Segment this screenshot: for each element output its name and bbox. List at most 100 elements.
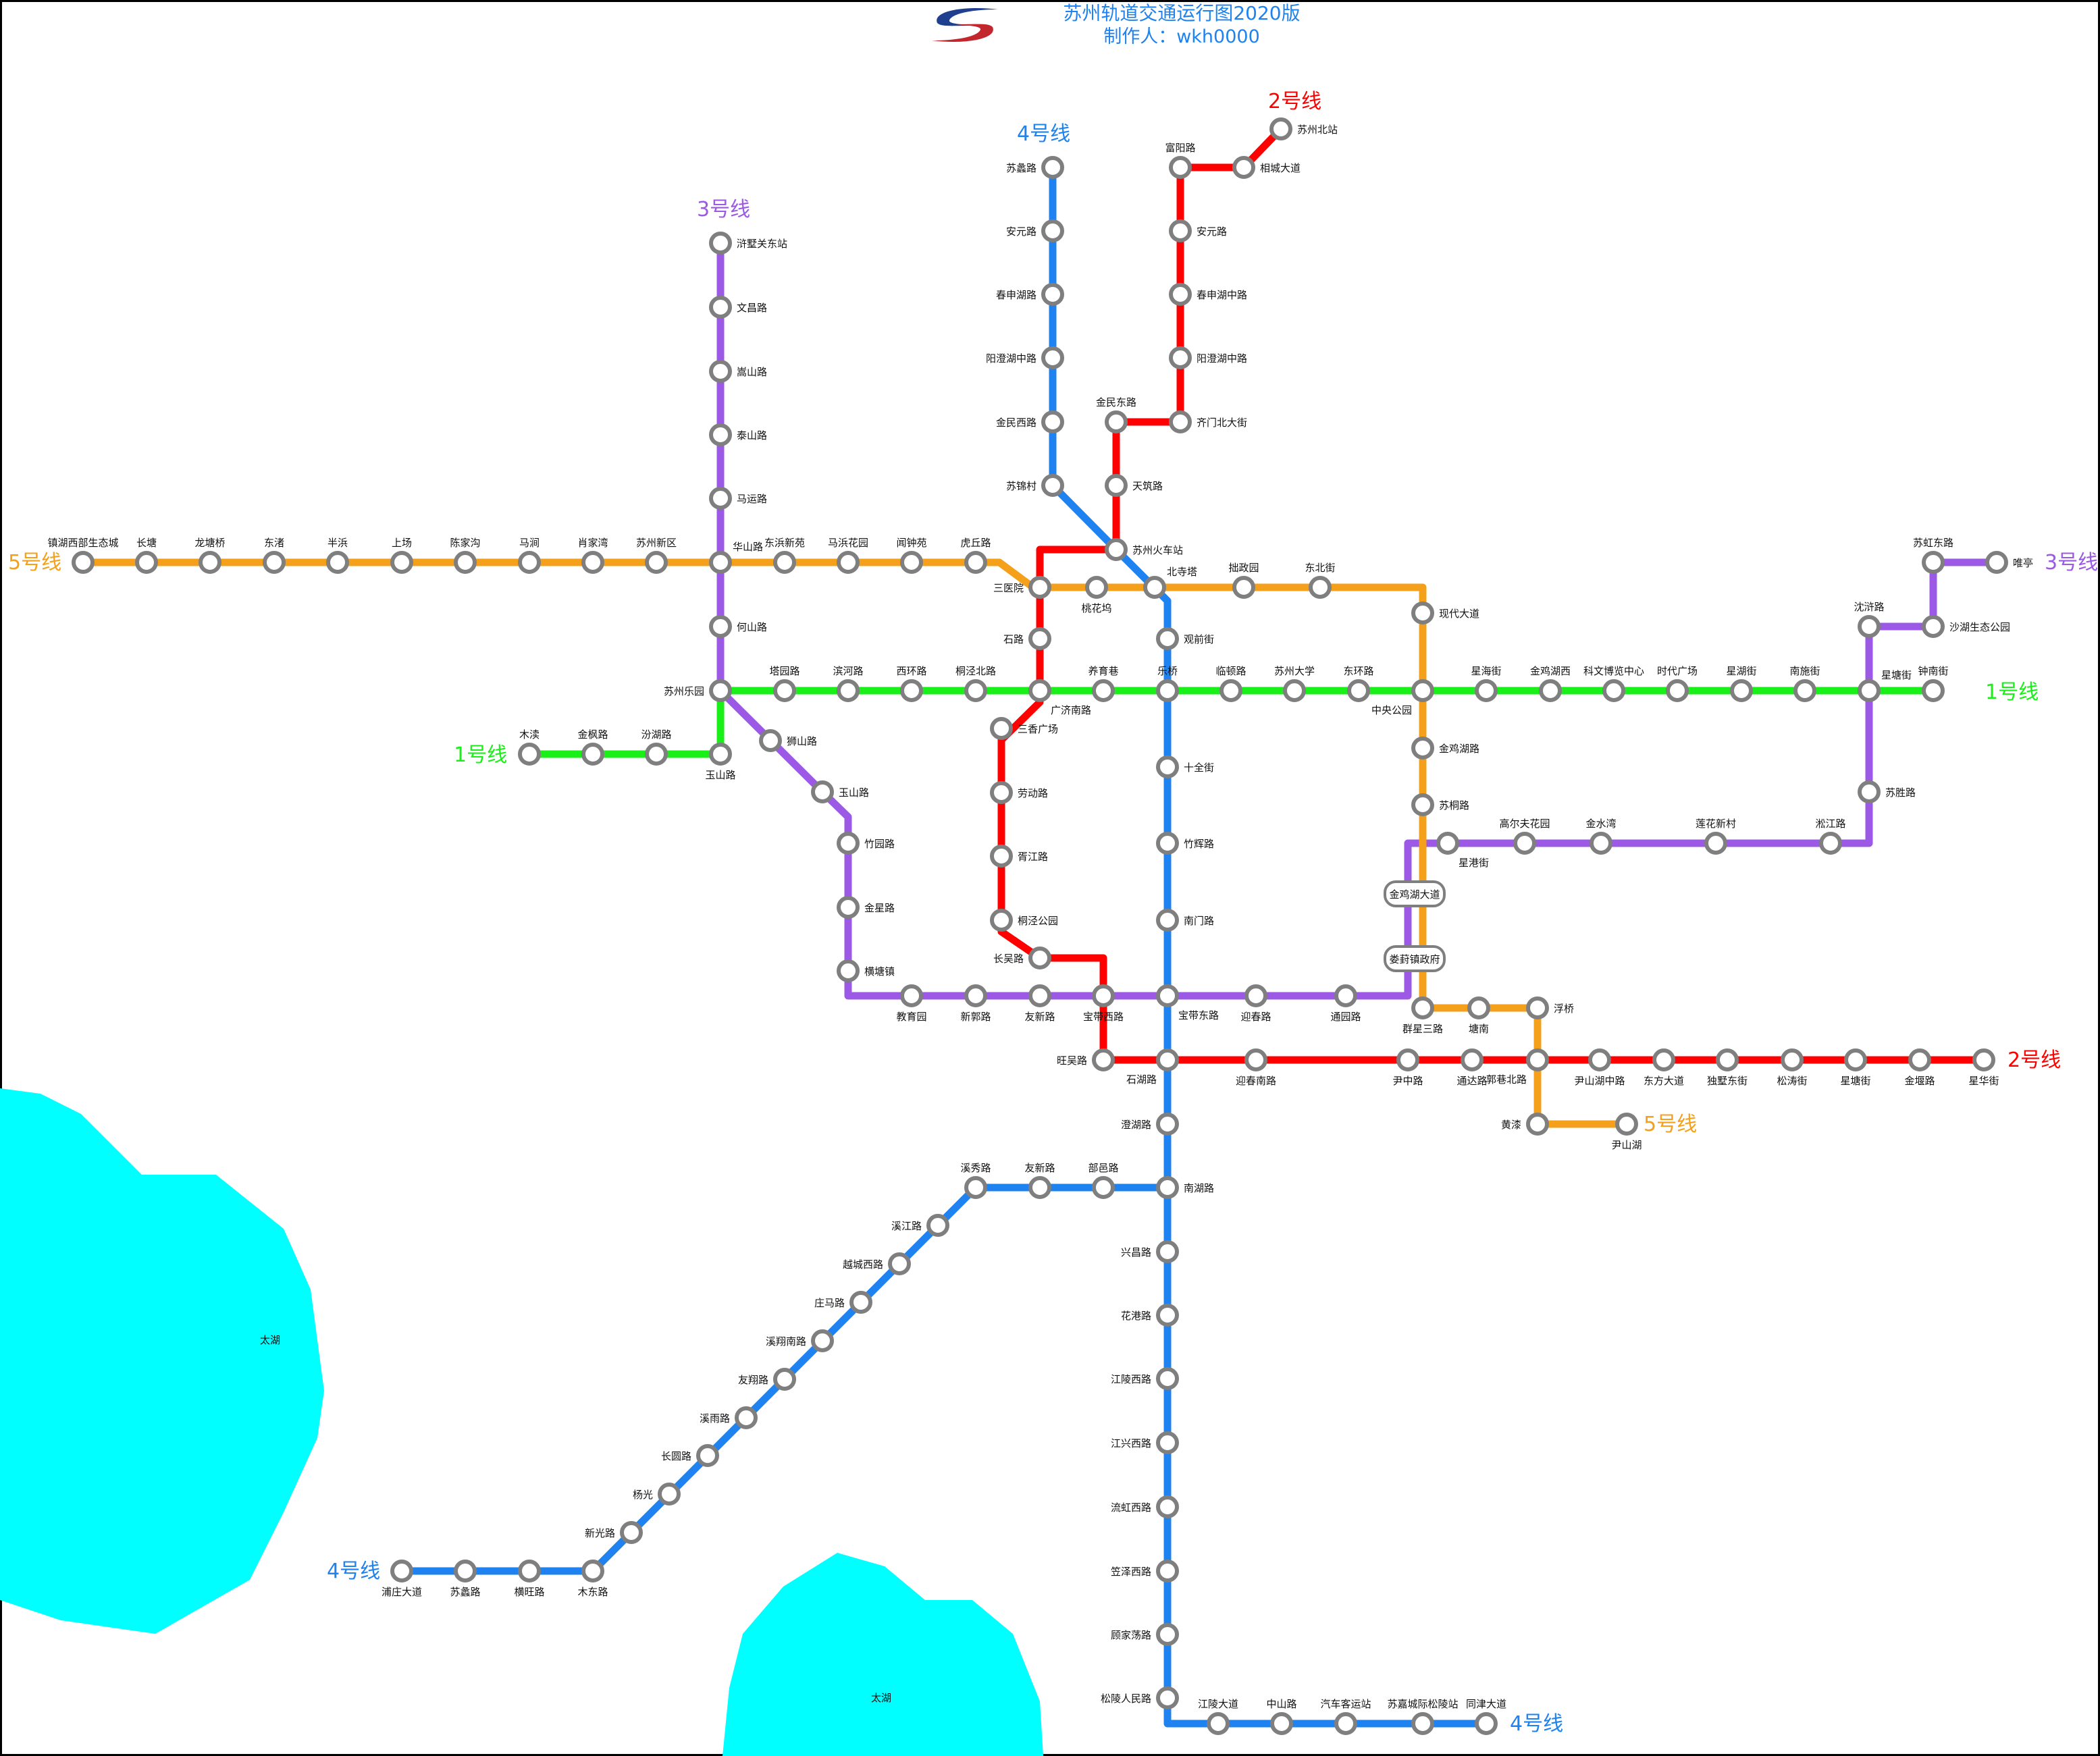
station-6c5f-5174-897f-8def[interactable]	[1156, 1431, 1179, 1454]
station-661f-6d77-8857[interactable]	[1475, 679, 1498, 702]
station-987e-5bb6-8361-8def[interactable]	[1156, 1623, 1179, 1646]
station-4e09-533b-9662[interactable]	[1028, 576, 1051, 599]
station-6625-7533-6e56-8def[interactable]	[1041, 283, 1064, 306]
station-9a6c-6d5c-82b1-56ed[interactable]	[837, 551, 860, 574]
station-7af9-56ed-8def[interactable]	[837, 832, 860, 855]
station-6587-660c-8def[interactable]	[709, 296, 732, 319]
station-box[interactable]	[1384, 945, 1446, 972]
station-box[interactable]	[1384, 880, 1446, 907]
station-957f-5434-8def[interactable]	[1028, 947, 1051, 969]
station-5357-95e8-8def[interactable]	[1156, 909, 1179, 932]
station-540c-6d25-5927-9053[interactable]	[1475, 1712, 1498, 1735]
station-5e84-9a6c-8def[interactable]	[849, 1291, 872, 1314]
station-7389-5c71-8def[interactable]	[811, 780, 834, 803]
station-65b0-5149-8def[interactable]	[620, 1521, 643, 1544]
station-82b1-6e2f-8def[interactable]	[1156, 1304, 1179, 1327]
station-6d6e-6865[interactable]	[1526, 996, 1549, 1019]
station-9633-6f84-6e56-4e2d-8def[interactable]	[1041, 346, 1064, 369]
station-6850-6cfe-516c-56ed[interactable]	[990, 909, 1013, 932]
station-552f-4ead[interactable]	[1985, 551, 2008, 574]
station-82cf-9526-6751[interactable]	[1041, 474, 1064, 497]
station-82cf-5dde-5317-7ad9[interactable]	[1269, 117, 1292, 140]
station-82cf-5dde-65b0-533a[interactable]	[645, 551, 668, 574]
station-9ad8-5c14-592b-82b1-56ed[interactable]	[1513, 832, 1536, 855]
station-4e50-6865[interactable]	[1156, 679, 1179, 702]
station-5b89-5143-8def[interactable]	[1169, 219, 1192, 242]
station-661f-534e-8857[interactable]	[1972, 1048, 1995, 1071]
station-72ee-5c71-8def[interactable]	[759, 729, 782, 752]
station-6eaa-6c5f-8def[interactable]	[926, 1214, 949, 1237]
station-5c39-5c71-6e56-4e2d-8def[interactable]	[1588, 1048, 1611, 1071]
station-77f3-8def[interactable]	[1028, 627, 1051, 650]
station-6d41-8679-897f-8def[interactable]	[1156, 1495, 1179, 1518]
station-76f8-57ce-5927-9053[interactable]	[1232, 156, 1255, 179]
station-8d8a-57ce-897f-8def[interactable]	[888, 1252, 911, 1275]
station-6cf0-5c71-8def[interactable]	[709, 423, 732, 446]
station-5357-65bd-8857[interactable]	[1793, 679, 1816, 702]
station-8096-5bb6-6e7e[interactable]	[581, 551, 604, 574]
station-65fa-5434-8def[interactable]	[1092, 1048, 1115, 1071]
station-91d1-9e21-6e56-897f[interactable]	[1539, 679, 1562, 702]
station-80e5-6c5f-8def[interactable]	[990, 845, 1013, 868]
station-864e-4e18-8def[interactable]	[964, 551, 987, 574]
station-4e1c-65b9-5927-9053[interactable]	[1652, 1048, 1675, 1071]
station-73b0-4ee3-5927-9053[interactable]	[1411, 602, 1434, 624]
station-517b-80b2-5df7[interactable]	[1092, 679, 1115, 702]
station-5317-5bfa-5854[interactable]	[1143, 576, 1166, 599]
station-5854-56ed-8def[interactable]	[773, 679, 796, 702]
station-6843-82b1-575e[interactable]	[1085, 576, 1108, 599]
station-82cf-8821-8def[interactable]	[1041, 156, 1064, 179]
station-4e2d-5c71-8def[interactable]	[1270, 1712, 1293, 1735]
station-5b9d-5e26-4e1c-8def[interactable]	[1156, 984, 1179, 1007]
station-9633-6f84-6e56-4e2d-8def[interactable]	[1169, 346, 1192, 369]
station-91d1-9e21-6e56-8def[interactable]	[1411, 737, 1434, 760]
station-5929-7b51-8def[interactable]	[1105, 474, 1128, 497]
station-5c39-4e2d-8def[interactable]	[1396, 1048, 1419, 1071]
station-4e1c-5317-8857[interactable]	[1309, 576, 1332, 599]
station-6728-4e1c-8def[interactable]	[581, 1560, 604, 1582]
station-5bcc-9633-8def[interactable]	[1169, 156, 1192, 179]
station-6559-80b2-56ed[interactable]	[900, 984, 923, 1007]
station-79d1-6587-535a-89c8-4e2d-5fc3[interactable]	[1602, 679, 1625, 702]
station-677e-6d9b-8857[interactable]	[1781, 1048, 1804, 1071]
station-9a6c-8fd0-8def[interactable]	[709, 487, 732, 510]
station-4f55-5c71-8def[interactable]	[709, 615, 732, 638]
station-6728-6e0e[interactable]	[518, 743, 541, 766]
station-9f99-5858-6865[interactable]	[199, 551, 221, 574]
station-95fb-949f-82d1[interactable]	[900, 551, 923, 574]
station-83b2-82b1-65b0-6751[interactable]	[1704, 832, 1727, 855]
station-6ee8-6cb3-8def[interactable]	[837, 679, 860, 702]
station-5d69-5c71-8def[interactable]	[709, 360, 732, 383]
station-9648-5bb6-6c9f[interactable]	[454, 551, 477, 574]
station-90ed-5df7-5317-8def[interactable]	[1526, 1048, 1549, 1071]
station-89c2-524d-8857[interactable]	[1156, 627, 1179, 650]
station-77f3-6e56-8def[interactable]	[1156, 1048, 1179, 1071]
station-4e1c-6d5c-65b0-82d1[interactable]	[773, 551, 796, 574]
station-6dde-6c5f-8def[interactable]	[1819, 832, 1842, 855]
station-62d9-653f-56ed[interactable]	[1232, 576, 1255, 599]
station-4e34-987f-8def[interactable]	[1219, 679, 1242, 702]
station-4e09-9999-5e7f-573a[interactable]	[990, 717, 1013, 740]
station-91d1-661f-8def[interactable]	[837, 896, 860, 919]
station-5c39-5c71-6e56[interactable]	[1615, 1113, 1638, 1136]
station-6a2a-65fa-8def[interactable]	[518, 1560, 541, 1582]
station-91d1-5830-8def[interactable]	[1908, 1048, 1931, 1071]
station-5174-660c-8def[interactable]	[1156, 1240, 1179, 1263]
station-677e-9675-4eba-6c11-8def[interactable]	[1156, 1686, 1179, 1709]
station-6c7e-6e56-8def[interactable]	[645, 743, 668, 766]
station-5b9d-5e26-897f-8def[interactable]	[1092, 984, 1115, 1007]
station-4e1c-6e1a[interactable]	[263, 551, 286, 574]
station-53cb-65b0-8def[interactable]	[1028, 1176, 1051, 1199]
station-6f84-6e56-8def[interactable]	[1156, 1113, 1179, 1136]
station-82cf-80dc-8def[interactable]	[1858, 780, 1881, 803]
station-4e0a-573a[interactable]	[390, 551, 413, 574]
station-534e-5c71-8def[interactable]	[709, 551, 732, 574]
station-90e8-9091-8def[interactable]	[1092, 1176, 1115, 1199]
station-661f-6e56-8857[interactable]	[1730, 679, 1753, 702]
station-5858-5357[interactable]	[1467, 996, 1490, 1019]
station-82cf-6850-8def[interactable]	[1411, 793, 1434, 816]
station-91d1-6c34-6e7e[interactable]	[1590, 832, 1612, 855]
station-8fce-6625-8def[interactable]	[1244, 984, 1267, 1007]
station-949f-5357-8857[interactable]	[1922, 679, 1945, 702]
station-957f-5858[interactable]	[135, 551, 158, 574]
